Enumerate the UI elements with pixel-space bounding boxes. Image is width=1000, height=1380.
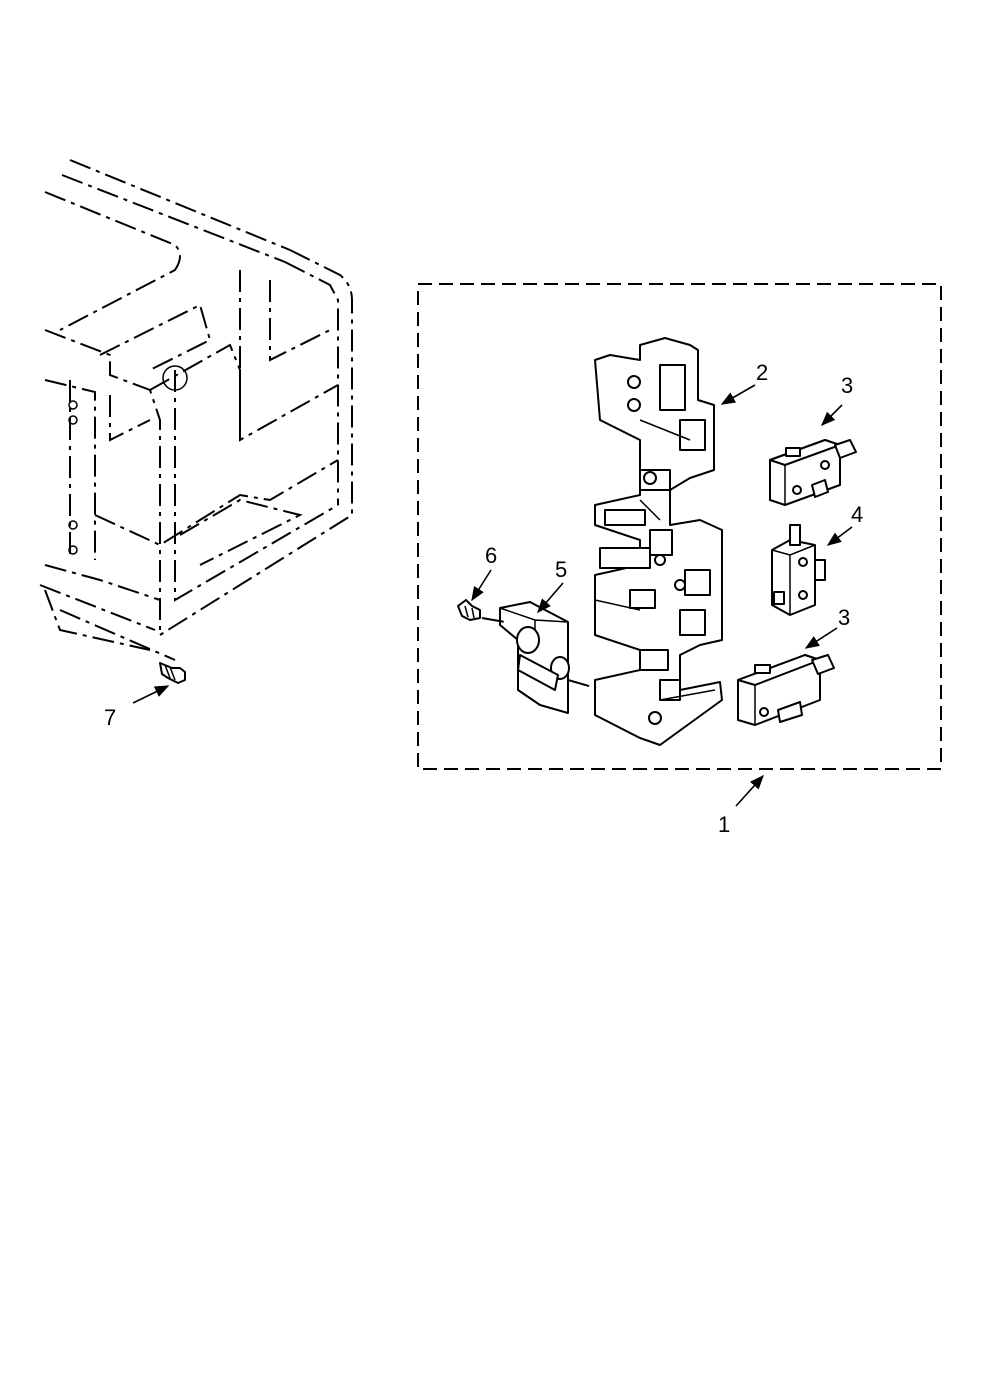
- callout-3-bottom: 3: [838, 605, 850, 630]
- callout-3-top: 3: [841, 373, 853, 398]
- interlock-bracket-part-2: [594, 337, 723, 746]
- screw-part-7: [159, 662, 186, 684]
- callout-4: 4: [851, 502, 863, 527]
- micro-switch-top-part-3: [769, 439, 857, 506]
- leader-lines: [132, 384, 853, 807]
- assembly-kit-boundary: [417, 283, 942, 770]
- cabinet-phantom-outline: [39, 159, 353, 661]
- callout-2: 2: [756, 360, 768, 385]
- callout-7: 7: [104, 705, 116, 730]
- callout-1: 1: [718, 812, 730, 837]
- micro-switch-middle-part-4: [771, 524, 826, 616]
- screw-part-6: [457, 599, 481, 621]
- callout-6: 6: [485, 543, 497, 568]
- lever-part-5: [499, 601, 570, 714]
- callout-5: 5: [555, 557, 567, 582]
- micro-switch-bottom-part-3: [737, 654, 835, 726]
